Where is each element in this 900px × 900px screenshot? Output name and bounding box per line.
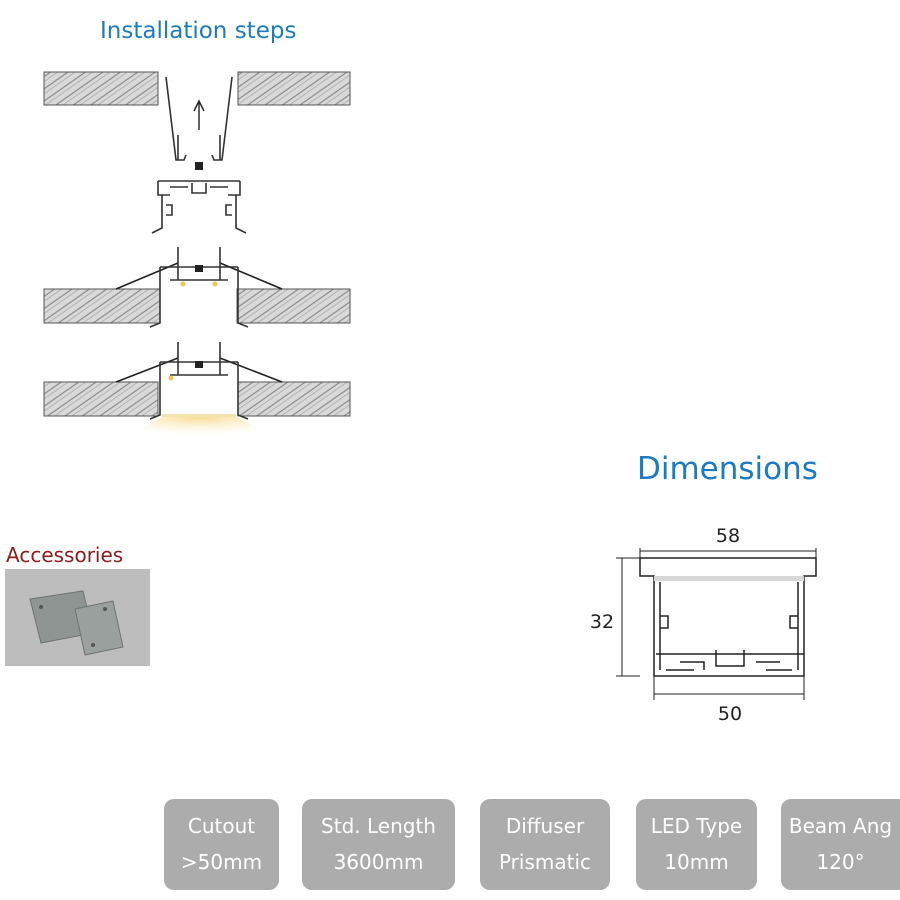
step-1-insert-diffuser [43,71,351,170]
fixing-screw [195,162,203,170]
ceiling-board-left [43,288,161,324]
spec-value: Prismatic [498,850,592,874]
step-4-installed [43,342,351,443]
ceiling-board-right [237,71,351,106]
spec-label: Beam Ang [788,814,893,838]
ceiling-board-right [236,288,351,324]
spec-badge-cutout: Cutout >50mm [164,799,279,890]
diffuser-clip [165,76,233,161]
up-arrow-icon [193,99,205,130]
spec-value: 10mm [664,850,729,874]
installation-steps-title: Installation steps [100,18,297,44]
spec-label: LED Type [650,814,743,838]
accessories-title: Accessories [6,543,124,567]
spec-label: Std. Length [321,814,436,838]
spec-label: Cutout [187,814,256,838]
fixing-screw [195,265,203,272]
step-2-profile [151,180,247,234]
dimension-width-bottom: 50 [718,703,742,725]
spec-badge-led-type: LED Type 10mm [636,799,757,890]
fixing-screw [195,361,203,368]
light-glow [118,417,282,443]
spec-badge-diffuser: Diffuser Prismatic [480,799,610,890]
end-cap-plate [74,600,124,656]
spec-badge-beam-angle: Beam Ang 120° [781,799,900,890]
accessories-photo [5,569,150,666]
ceiling-board-left [43,71,159,106]
ceiling-board-right [237,381,351,417]
diffuser-strip [654,576,804,581]
spec-badge-std-length: Std. Length 3600mm [302,799,455,890]
led-spot [180,281,186,287]
profile-cross-section [639,557,817,677]
led-spot [212,281,218,287]
spec-value: >50mm [180,850,263,874]
diffuser-lens [162,414,236,417]
dimension-height: 32 [590,611,614,633]
installation-steps-diagram [43,71,351,443]
dimensions-title: Dimensions [637,451,818,487]
step-3-mount [43,247,351,328]
dimension-lines [616,548,817,700]
spec-label: Diffuser [505,814,585,838]
dimension-width-top: 58 [716,525,740,547]
ceiling-board-left [43,381,159,417]
spec-value: 3600mm [333,850,424,874]
spec-value: 120° [816,850,865,874]
dimensions-drawing: 58 32 50 [590,525,817,725]
led-spot [168,375,174,381]
